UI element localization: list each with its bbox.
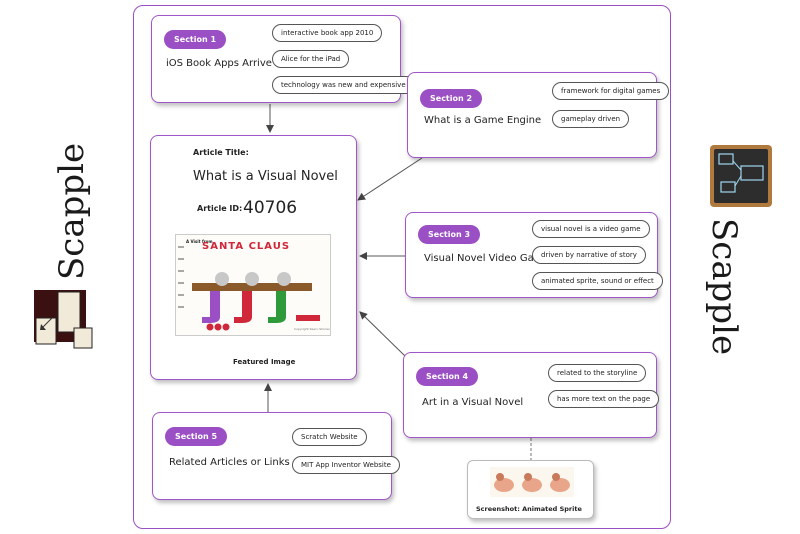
section-5-badge: Section 5: [165, 427, 228, 446]
section-1-badge: Section 1: [164, 30, 227, 49]
article-title-label: Article Title:: [193, 148, 249, 157]
canvas-frame: [133, 5, 671, 529]
section-3-note-2[interactable]: driven by narrative of story: [532, 246, 646, 264]
section-3-note-1[interactable]: visual novel is a video game: [532, 220, 650, 238]
section-4-badge: Section 4: [416, 367, 479, 386]
section-3-badge: Section 3: [418, 225, 481, 244]
section-5-topic: Related Articles or Links: [169, 457, 290, 468]
section-1-note-2[interactable]: Alice for the iPad: [272, 50, 350, 68]
section-2-topic: What is a Game Engine: [424, 115, 542, 126]
section-5-note-2[interactable]: MIT App Inventor Website: [292, 456, 400, 474]
image-banner-large: SANTA CLAUS: [202, 241, 291, 252]
featured-image: A Visit from SANTA CLAUS Copyright Kaeru…: [175, 234, 331, 336]
sprite-frames-image: [490, 467, 574, 497]
sprite-screenshot-caption: Screenshot: Animated Sprite: [476, 505, 582, 513]
section-2-note-1[interactable]: framework for digital games: [552, 82, 670, 100]
section-1-topic: iOS Book Apps Arrive: [166, 58, 272, 69]
article-id-value: 40706: [243, 198, 298, 218]
section-3-note-3[interactable]: animated sprite, sound or effect: [532, 272, 663, 290]
santa-book-illustration: [176, 235, 330, 335]
scapple-logo-icon: [34, 290, 93, 349]
featured-image-caption: Featured Image: [233, 358, 296, 366]
section-4-note-2[interactable]: has more text on the page: [548, 390, 660, 408]
section-2-note-2[interactable]: gameplay driven: [552, 110, 630, 128]
article-title: What is a Visual Novel: [193, 169, 338, 184]
section-3-topic: Visual Novel Video Game: [424, 253, 550, 264]
section-4-note-1[interactable]: related to the storyline: [548, 364, 647, 382]
section-2-badge: Section 2: [420, 89, 483, 108]
section-5-note-1[interactable]: Scratch Website: [292, 428, 367, 446]
section-1-note-3[interactable]: technology was new and expensive: [272, 76, 415, 94]
chalkboard-icon: [710, 145, 772, 207]
article-id-label: Article ID:: [197, 204, 243, 213]
article-card[interactable]: Article Title: What is a Visual Novel Ar…: [150, 135, 357, 380]
section-1-note-1[interactable]: interactive book app 2010: [272, 24, 383, 42]
sprite-screenshot-card[interactable]: Screenshot: Animated Sprite: [467, 460, 594, 519]
image-banner-small: A Visit from: [186, 239, 213, 244]
section-4-topic: Art in a Visual Novel: [422, 397, 524, 408]
image-copyright: Copyright Kaeru Stories: [294, 327, 330, 331]
